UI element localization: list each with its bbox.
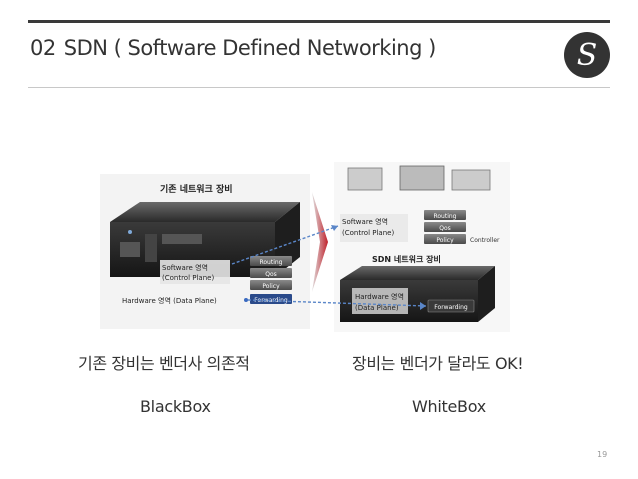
sdn-hardware-label: Hardware 영역 bbox=[355, 292, 404, 301]
header-bottom-rule bbox=[28, 87, 610, 88]
blackbox-label: BlackBox bbox=[140, 397, 211, 416]
logo-letter: S bbox=[577, 38, 598, 73]
sdn-software-label: Software 영역 bbox=[342, 217, 388, 226]
page-title: 02 SDN ( Software Defined Networking ) bbox=[30, 36, 436, 60]
legacy-software-area: Software 영역 (Control Plane) bbox=[160, 260, 230, 284]
legacy-dataplane-dot bbox=[244, 298, 248, 302]
s-logo-icon: S bbox=[563, 31, 611, 79]
legacy-software-label: Software 영역 bbox=[162, 263, 208, 272]
sdn-control-plane-label: (Control Plane) bbox=[342, 229, 394, 237]
sdn-router-icon: Hardware 영역 (Data Plane) Forwarding bbox=[340, 266, 495, 322]
sdn-routing-label: Routing bbox=[433, 213, 456, 220]
controller-monitors-icon bbox=[348, 166, 490, 190]
header-top-rule bbox=[28, 20, 610, 23]
legacy-hardware-label: Hardware 영역 (Data Plane) bbox=[122, 296, 217, 305]
legacy-function-stack: Routing Qos Policy Forwarding bbox=[250, 256, 292, 304]
legacy-qos-label: Qos bbox=[265, 271, 277, 278]
legacy-caption: 기존 장비는 벤더사 의존적 bbox=[78, 350, 250, 374]
sdn-title: SDN 네트워크 장비 bbox=[372, 254, 441, 264]
whitebox-label: WhiteBox bbox=[412, 397, 486, 416]
chevron-arrow-icon bbox=[312, 192, 328, 292]
sdn-forwarding-label: Forwarding bbox=[434, 304, 468, 311]
sdn-qos-label: Qos bbox=[439, 225, 451, 232]
page-number: 19 bbox=[597, 450, 607, 459]
legacy-routing-label: Routing bbox=[259, 259, 282, 266]
sdn-comparison-figure: 기존 네트워크 장비 Software 영역 (Control Plane) R… bbox=[100, 162, 510, 332]
sdn-function-stack: Routing Qos Policy bbox=[424, 210, 466, 244]
section-number: 02 bbox=[30, 36, 56, 60]
legacy-control-plane-label: (Control Plane) bbox=[162, 274, 214, 282]
sdn-caption: 장비는 벤더가 달라도 OK! bbox=[352, 350, 523, 374]
controller-label: Controller bbox=[470, 237, 500, 244]
legacy-title: 기존 네트워크 장비 bbox=[160, 183, 233, 195]
sdn-software-area: Software 영역 (Control Plane) bbox=[340, 214, 408, 242]
sdn-policy-label: Policy bbox=[436, 237, 454, 244]
legacy-policy-label: Policy bbox=[262, 283, 280, 290]
sdn-data-plane-label: (Data Plane) bbox=[355, 304, 399, 312]
title-text: SDN ( Software Defined Networking ) bbox=[64, 36, 436, 60]
